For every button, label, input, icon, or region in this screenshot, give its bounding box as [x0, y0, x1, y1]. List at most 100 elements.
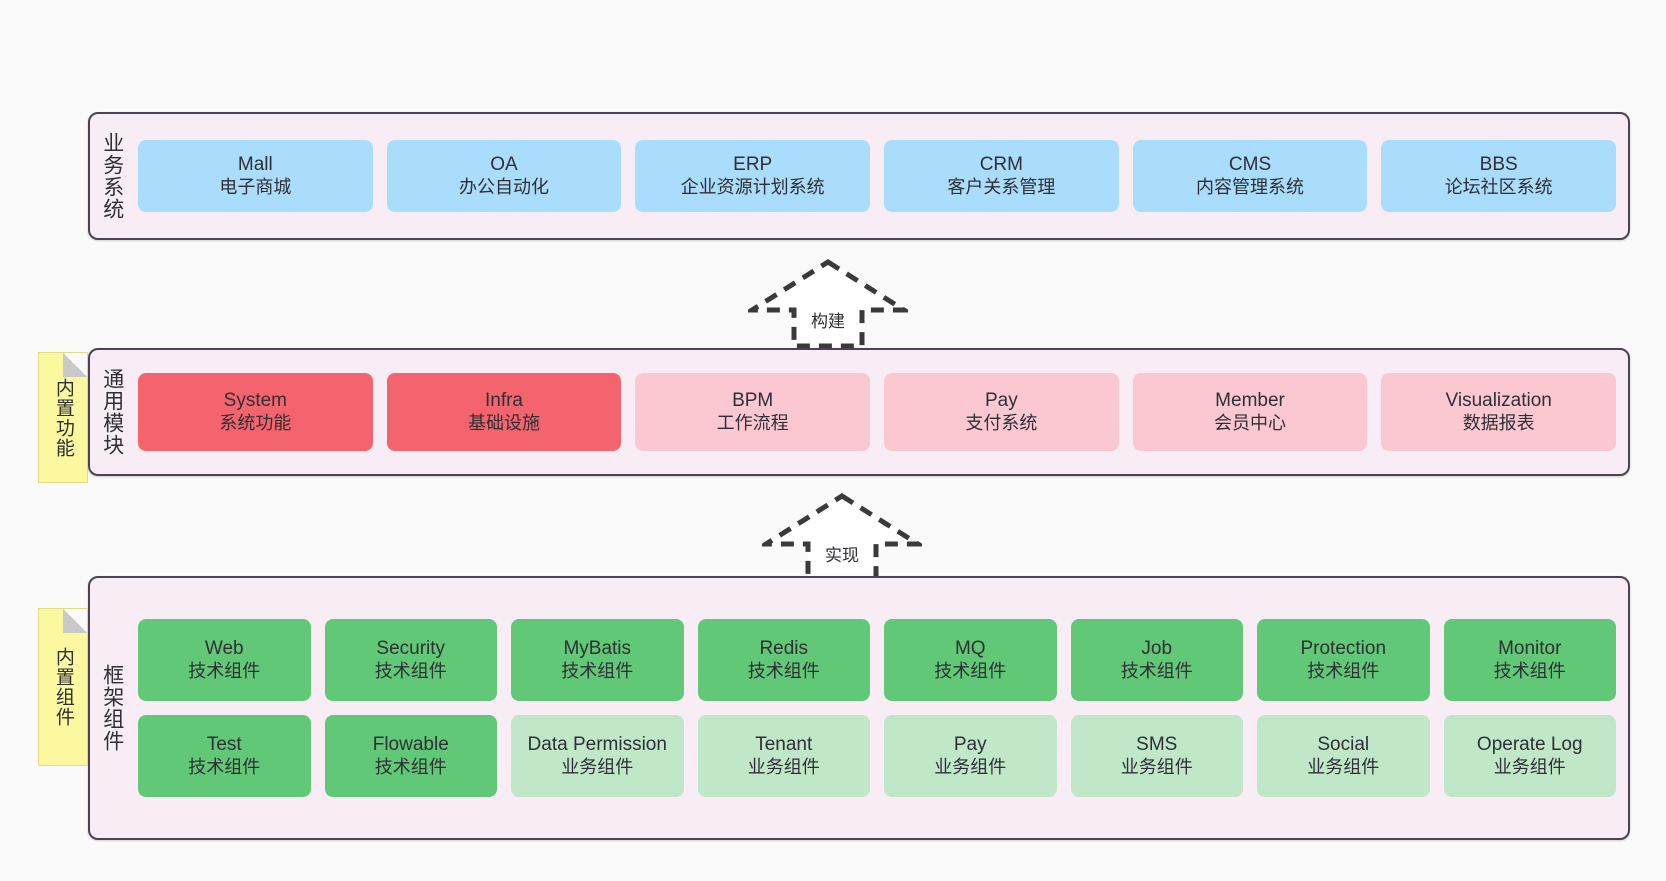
- layer-title-common: 通用模块: [100, 368, 124, 456]
- business-card-mall-name: Mall: [237, 154, 273, 176]
- module-card-system[interactable]: System 系统功能: [138, 373, 373, 451]
- layer-body-business: Mall 电子商城 OA 办公自动化 ERP 企业资源计划系统 CRM 客户关系…: [134, 114, 1628, 238]
- business-card-crm[interactable]: CRM 客户关系管理: [884, 140, 1119, 212]
- component-card-job-desc: 技术组件: [1120, 660, 1193, 681]
- component-card-social-name: Social: [1317, 734, 1370, 756]
- component-card-security[interactable]: Security 技术组件: [324, 619, 497, 701]
- module-card-visualization-desc: 数据报表: [1462, 412, 1535, 433]
- component-card-monitor[interactable]: Monitor 技术组件: [1443, 619, 1616, 701]
- arrow-realize-icon: [762, 493, 922, 583]
- component-card-data-permission[interactable]: Data Permission 业务组件: [511, 715, 684, 797]
- business-card-cms[interactable]: CMS 内容管理系统: [1132, 140, 1368, 212]
- component-card-operate-log-desc: 业务组件: [1493, 756, 1566, 777]
- module-card-infra-desc: 基础设施: [468, 412, 540, 433]
- component-card-test-name: Test: [206, 734, 242, 756]
- arrow-build: 构建: [748, 258, 908, 350]
- component-card-flowable-name: Flowable: [372, 734, 449, 756]
- business-card-oa-name: OA: [490, 154, 518, 176]
- business-card-bbs-desc: 论坛社区系统: [1444, 176, 1553, 197]
- component-card-job-name: Job: [1141, 638, 1173, 660]
- component-card-sms[interactable]: SMS 业务组件: [1070, 715, 1243, 797]
- arrow-build-icon: [748, 259, 908, 349]
- layer-title-business: 业务系统: [100, 132, 124, 220]
- business-card-bbs[interactable]: BBS 论坛社区系统: [1381, 140, 1617, 212]
- layer-body-common: System 系统功能 Infra 基础设施 BPM 工作流程 Pay 支付系统…: [134, 350, 1628, 474]
- module-card-system-desc: 系统功能: [219, 412, 292, 433]
- component-card-mybatis-name: MyBatis: [563, 638, 632, 660]
- component-card-tenant-desc: 业务组件: [747, 756, 820, 777]
- component-card-protection-name: Protection: [1300, 638, 1387, 660]
- component-card-sms-name: SMS: [1136, 734, 1178, 756]
- component-card-test[interactable]: Test 技术组件: [138, 715, 311, 797]
- component-card-monitor-desc: 技术组件: [1493, 660, 1566, 681]
- business-card-cms-name: CMS: [1228, 154, 1272, 176]
- layer-title-frame: 框架组件: [100, 664, 124, 752]
- component-card-protection-desc: 技术组件: [1307, 660, 1380, 681]
- arrow-realize: 实现: [762, 492, 922, 584]
- layer-body-frame: Web 技术组件 Security 技术组件 MyBatis 技术组件 Redi…: [134, 578, 1628, 838]
- business-card-oa[interactable]: OA 办公自动化: [386, 140, 622, 212]
- module-card-bpm-desc: 工作流程: [716, 412, 789, 433]
- business-card-erp-name: ERP: [733, 154, 773, 176]
- component-card-protection[interactable]: Protection 技术组件: [1257, 619, 1430, 701]
- component-card-data-permission-desc: 业务组件: [561, 756, 634, 777]
- layer-framework-components: 框架组件 Web 技术组件 Security 技术组件 MyBatis 技术组件…: [88, 576, 1630, 840]
- component-card-redis[interactable]: Redis 技术组件: [697, 619, 870, 701]
- component-card-security-name: Security: [376, 638, 446, 660]
- business-card-crm-desc: 客户关系管理: [947, 176, 1056, 197]
- module-card-infra[interactable]: Infra 基础设施: [386, 373, 622, 451]
- component-card-pay-desc: 业务组件: [934, 756, 1007, 777]
- component-card-flowable[interactable]: Flowable 技术组件: [324, 715, 497, 797]
- common-row: System 系统功能 Infra 基础设施 BPM 工作流程 Pay 支付系统…: [138, 373, 1617, 451]
- component-card-tenant[interactable]: Tenant 业务组件: [697, 715, 870, 797]
- component-card-pay[interactable]: Pay 业务组件: [884, 715, 1057, 797]
- module-card-member[interactable]: Member 会员中心: [1132, 373, 1368, 451]
- component-card-mq[interactable]: MQ 技术组件: [884, 619, 1057, 701]
- component-card-tenant-name: Tenant: [755, 734, 813, 756]
- component-card-social-desc: 业务组件: [1307, 756, 1380, 777]
- component-card-mybatis[interactable]: MyBatis 技术组件: [511, 619, 684, 701]
- component-card-sms-desc: 业务组件: [1120, 756, 1193, 777]
- module-card-pay-desc: 支付系统: [965, 412, 1038, 433]
- business-card-cms-desc: 内容管理系统: [1196, 176, 1305, 197]
- business-card-erp[interactable]: ERP 企业资源计划系统: [635, 140, 871, 212]
- note-builtin-features: 内置功能: [38, 352, 88, 483]
- component-card-web-name: Web: [204, 638, 244, 660]
- business-card-mall-desc: 电子商城: [219, 176, 292, 197]
- component-card-mq-name: MQ: [954, 638, 986, 660]
- business-card-mall[interactable]: Mall 电子商城: [138, 140, 373, 212]
- module-card-bpm[interactable]: BPM 工作流程: [635, 373, 871, 451]
- module-card-visualization-name: Visualization: [1445, 390, 1552, 412]
- component-card-redis-name: Redis: [759, 638, 809, 660]
- component-card-flowable-desc: 技术组件: [374, 756, 447, 777]
- business-row: Mall 电子商城 OA 办公自动化 ERP 企业资源计划系统 CRM 客户关系…: [138, 140, 1617, 212]
- module-card-pay[interactable]: Pay 支付系统: [884, 373, 1119, 451]
- module-card-system-name: System: [223, 390, 288, 412]
- component-card-redis-desc: 技术组件: [747, 660, 820, 681]
- layer-business-systems: 业务系统 Mall 电子商城 OA 办公自动化 ERP 企业资源计划系统 CRM…: [88, 112, 1630, 240]
- component-card-web-desc: 技术组件: [188, 660, 261, 681]
- component-card-operate-log[interactable]: Operate Log 业务组件: [1443, 715, 1616, 797]
- business-card-crm-name: CRM: [979, 154, 1023, 176]
- component-card-security-desc: 技术组件: [374, 660, 447, 681]
- component-card-job[interactable]: Job 技术组件: [1070, 619, 1243, 701]
- frame-row-biz: Test 技术组件 Flowable 技术组件 Data Permission …: [138, 715, 1616, 797]
- component-card-monitor-name: Monitor: [1498, 638, 1562, 660]
- module-card-member-desc: 会员中心: [1214, 412, 1287, 433]
- frame-row-tech: Web 技术组件 Security 技术组件 MyBatis 技术组件 Redi…: [138, 619, 1616, 701]
- component-card-social[interactable]: Social 业务组件: [1257, 715, 1430, 797]
- component-card-mq-desc: 技术组件: [934, 660, 1007, 681]
- business-card-bbs-name: BBS: [1479, 154, 1518, 176]
- component-card-pay-name: Pay: [953, 734, 987, 756]
- module-card-member-name: Member: [1215, 390, 1285, 412]
- component-card-web[interactable]: Web 技术组件: [138, 619, 311, 701]
- module-card-infra-name: Infra: [484, 390, 524, 412]
- business-card-erp-desc: 企业资源计划系统: [680, 176, 825, 197]
- component-card-operate-log-name: Operate Log: [1476, 734, 1583, 756]
- business-card-oa-desc: 办公自动化: [459, 176, 549, 197]
- component-card-mybatis-desc: 技术组件: [561, 660, 634, 681]
- module-card-visualization[interactable]: Visualization 数据报表: [1381, 373, 1617, 451]
- note-builtin-components: 内置组件: [38, 608, 88, 766]
- component-card-data-permission-name: Data Permission: [527, 734, 667, 756]
